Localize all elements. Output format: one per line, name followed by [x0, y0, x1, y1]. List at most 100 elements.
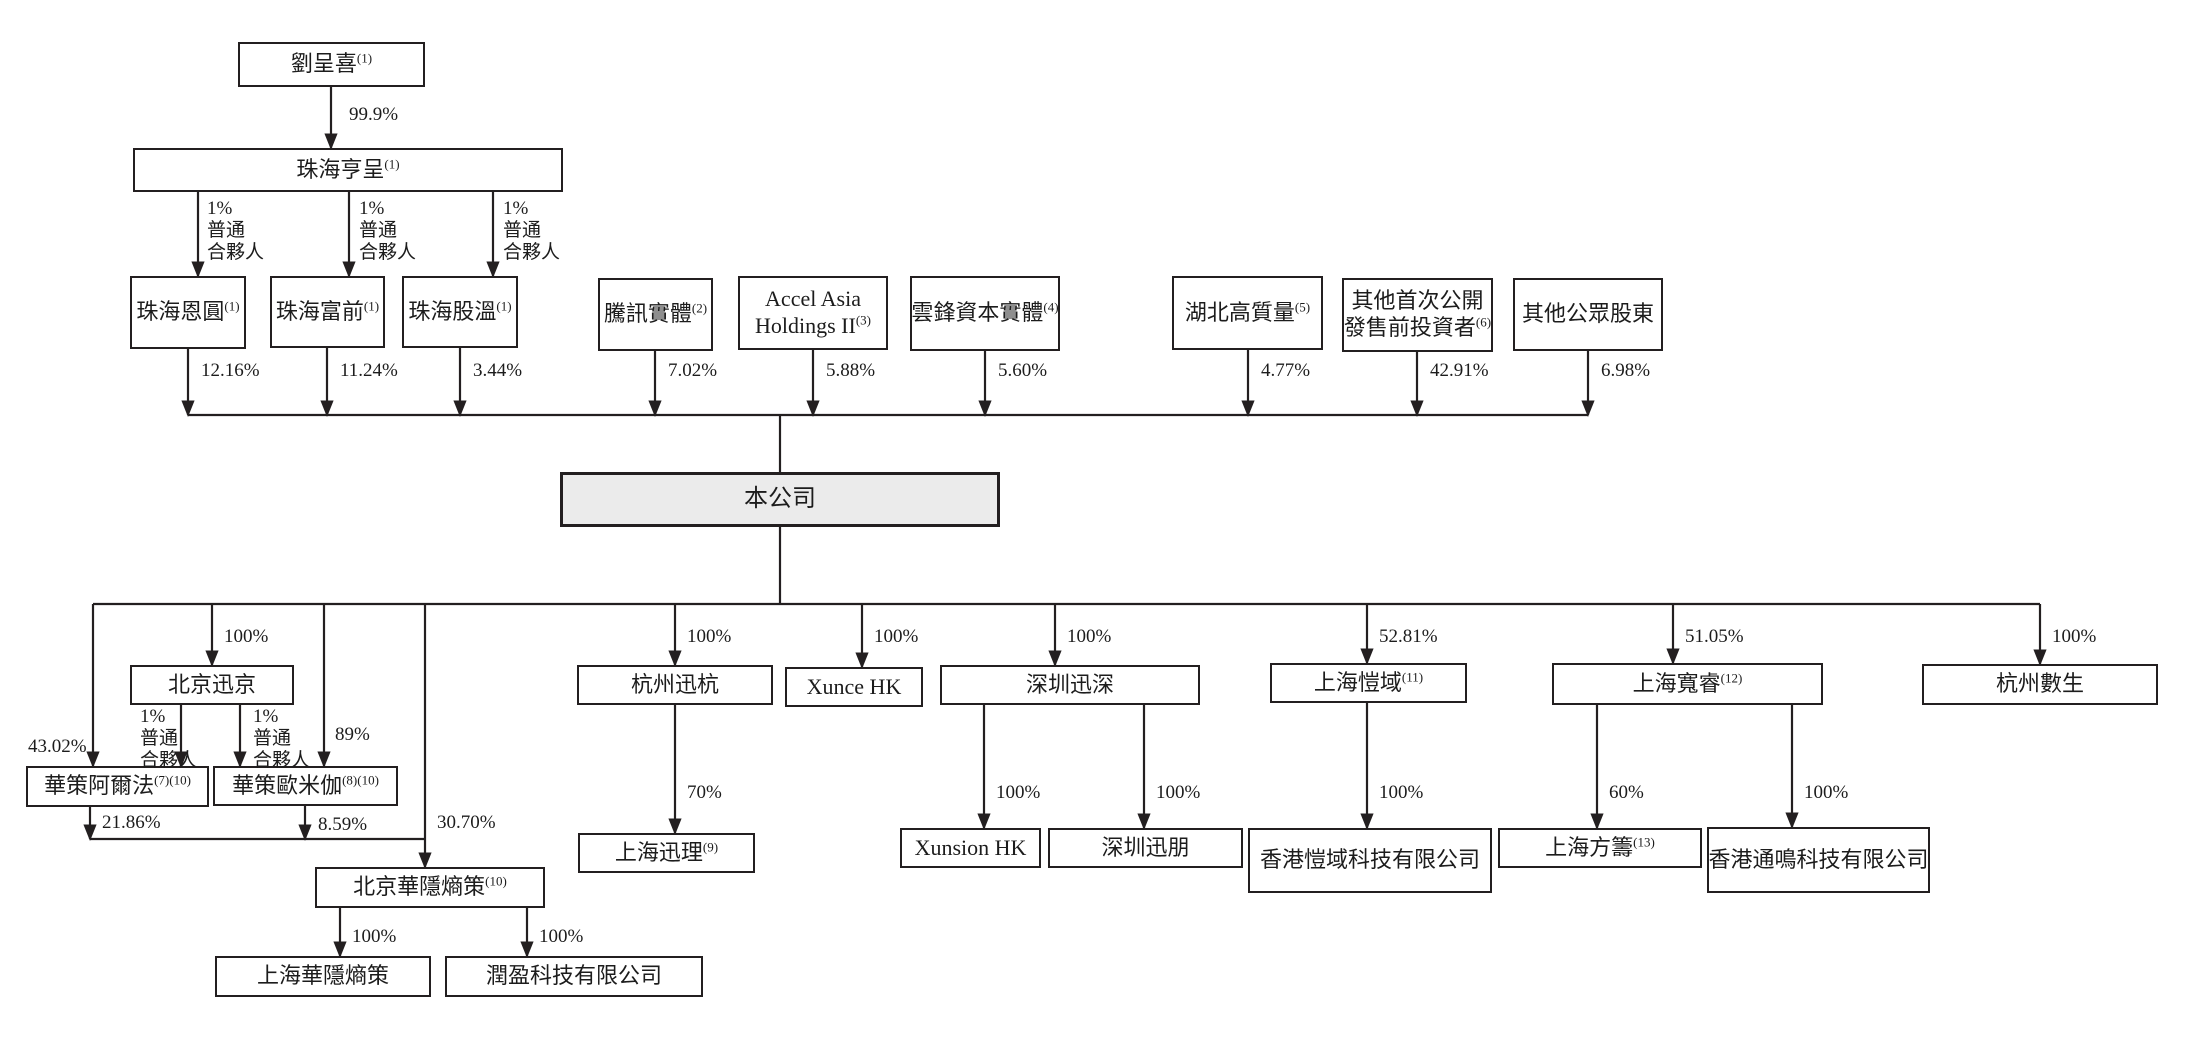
node-label: 深圳迅深 — [1025, 671, 1114, 697]
node-label: 珠海亨呈(1) — [296, 156, 400, 182]
node-label: 湖北高質量(5) — [1184, 299, 1311, 325]
node-label: 杭州迅杭 — [630, 671, 719, 697]
label-line: 1% — [503, 198, 529, 219]
label-pct-beijing-xunjing: 100% — [224, 626, 269, 647]
node-huace-omega: 華策歐米伽(8)(10) — [213, 766, 398, 806]
label-pct-preipo: 42.91% — [1430, 360, 1489, 381]
node-beijing-xunjing: 北京迅京 — [130, 665, 294, 705]
label-line: 普通 — [207, 220, 246, 242]
label-pct-hangzhou-shusheng: 100% — [2052, 626, 2097, 647]
label-gp-hengcheng-fuqian: 1%普通合夥人 — [359, 198, 416, 264]
node-label: Xunce HK — [806, 673, 902, 699]
node-label: 本公司 — [744, 485, 816, 512]
node-hk-kaiyu-technology: 香港愷域科技有限公司 — [1248, 828, 1492, 893]
node-hangzhou-shusheng: 杭州數生 — [1922, 664, 2158, 705]
footnote-superscript: (7)(10) — [154, 772, 191, 788]
node-label: 香港愷域科技有限公司 — [1259, 847, 1480, 873]
node-label: 雲鋒資本實體(4) — [911, 299, 1059, 326]
node-shanghai-fangchou: 上海方籌(13) — [1498, 828, 1702, 868]
node-label: 上海方籌(13) — [1545, 834, 1655, 860]
node-xunce-hk: Xunce HK — [785, 667, 923, 707]
label-pct-runying: 100% — [539, 926, 584, 947]
node-label: Xunsion HK — [914, 834, 1027, 860]
node-label: 上海迅理(9) — [614, 839, 719, 865]
label-gp-hengcheng-enyuan: 1%普通合夥人 — [207, 198, 264, 264]
node-hubei-gaozhiliang: 湖北高質量(5) — [1172, 276, 1323, 350]
label-pct-hk-kaiyu: 100% — [1379, 782, 1424, 803]
label-pct-shanghai-xunli: 70% — [687, 782, 722, 803]
node-other-public-shareholders: 其他公眾股東 — [1513, 278, 1663, 351]
label-pct-huace-alpha-direct: 43.02% — [28, 736, 87, 757]
label-pct-accel: 5.88% — [826, 360, 876, 381]
footnote-superscript: (8)(10) — [342, 772, 379, 788]
footnote-superscript: (12) — [1720, 670, 1743, 686]
node-zhuhai-guwen: 珠海股溫(1) — [402, 276, 518, 348]
node-label: 上海愷域(11) — [1313, 669, 1424, 695]
node-liu-chengxi: 劉呈喜(1) — [238, 42, 425, 87]
label-line: 合夥人 — [253, 750, 311, 772]
label-pct-hangzhou-xunhang: 100% — [687, 626, 732, 647]
label-pct-enyuan: 12.16% — [201, 360, 260, 381]
footnote-superscript: (1) — [384, 156, 400, 172]
footnote-superscript: (9) — [702, 839, 719, 855]
node-hangzhou-xunhang: 杭州迅杭 — [577, 665, 773, 705]
node-runying-technology: 潤盈科技有限公司 — [445, 956, 703, 997]
label-pct-shanghai-kuanrui: 51.05% — [1685, 626, 1744, 647]
node-label: 發售前投資者(6) — [1343, 314, 1492, 340]
node-label: Holdings II(3) — [755, 312, 871, 338]
footnote-superscript: (3) — [855, 312, 871, 328]
label-pct-xunce-hk: 100% — [874, 626, 919, 647]
label-pct-tencent: 7.02% — [668, 360, 718, 381]
label-pct-beijing-huayin-direct: 30.70% — [437, 812, 496, 833]
node-zhuhai-fuqian: 珠海富前(1) — [270, 276, 385, 348]
label-line: 1% — [253, 706, 279, 727]
node-label: 香港通鳴科技有限公司 — [1708, 846, 1929, 872]
node-label: 其他公眾股東 — [1521, 301, 1654, 327]
footnote-superscript: (2) — [691, 300, 708, 316]
label-line: 合夥人 — [503, 242, 561, 264]
node-label: 北京華隱熵策(10) — [353, 873, 507, 900]
label-pct-shenzhen-xunshen: 100% — [1067, 626, 1112, 647]
node-shanghai-kuanrui: 上海寬睿(12) — [1552, 663, 1823, 705]
label-pct-fuqian: 11.24% — [340, 360, 398, 381]
node-zhuhai-hengcheng: 珠海亨呈(1) — [133, 148, 563, 192]
label-line: 普通 — [503, 220, 542, 242]
node-label: 潤盈科技有限公司 — [485, 963, 662, 989]
label-pct-shenzhen-xunpeng: 100% — [1156, 782, 1201, 803]
label-pct-shanghai-kaiyu: 52.81% — [1379, 626, 1438, 647]
label-pct-hubei: 4.77% — [1261, 360, 1311, 381]
footnote-superscript: (6) — [1475, 314, 1492, 330]
node-xunsion-hk: Xunsion HK — [900, 828, 1041, 868]
label-pct-shanghai-huayin: 100% — [352, 926, 397, 947]
label-line: 合夥人 — [140, 750, 198, 772]
footnote-superscript: (4) — [1043, 299, 1059, 315]
footnote-superscript: (11) — [1401, 669, 1424, 685]
node-yunfeng-capital: 雲鋒資本實體(4) — [910, 276, 1060, 351]
label-pct-yunfeng: 5.60% — [998, 360, 1048, 381]
node-zhuhai-enyuan: 珠海恩圓(1) — [130, 276, 246, 349]
node-label: 上海華隱熵策 — [256, 963, 389, 989]
label-gp-xunjing-omega: 1%普通合夥人 — [253, 706, 310, 772]
label-line: 1% — [359, 198, 385, 219]
footnote-superscript: (1) — [363, 298, 380, 314]
label-pct-alpha-huayin: 21.86% — [102, 812, 161, 833]
node-label: 其他首次公開 — [1351, 288, 1484, 314]
label-line: 普通 — [140, 728, 179, 750]
node-shenzhen-xunpeng: 深圳迅朋 — [1048, 828, 1243, 868]
node-other-preipo-investors: 其他首次公開發售前投資者(6) — [1342, 278, 1493, 352]
node-label: 珠海恩圓(1) — [136, 298, 240, 325]
node-shanghai-xunli: 上海迅理(9) — [578, 833, 755, 873]
node-shenzhen-xunshen: 深圳迅深 — [940, 665, 1200, 705]
label-pct-hk-tongming: 100% — [1804, 782, 1849, 803]
node-beijing-huayin-shangce: 北京華隱熵策(10) — [315, 867, 545, 908]
label-pct-huace-omega-direct: 89% — [335, 724, 370, 745]
label-line: 1% — [207, 198, 233, 219]
label-line: 普通 — [359, 220, 398, 242]
node-label: 劉呈喜(1) — [290, 50, 373, 77]
label-pct-guwen: 3.44% — [473, 360, 523, 381]
label-gp-hengcheng-guwen: 1%普通合夥人 — [503, 198, 560, 264]
node-label: 珠海股溫(1) — [408, 298, 512, 324]
label-pct-xunsion-hk: 100% — [996, 782, 1041, 803]
